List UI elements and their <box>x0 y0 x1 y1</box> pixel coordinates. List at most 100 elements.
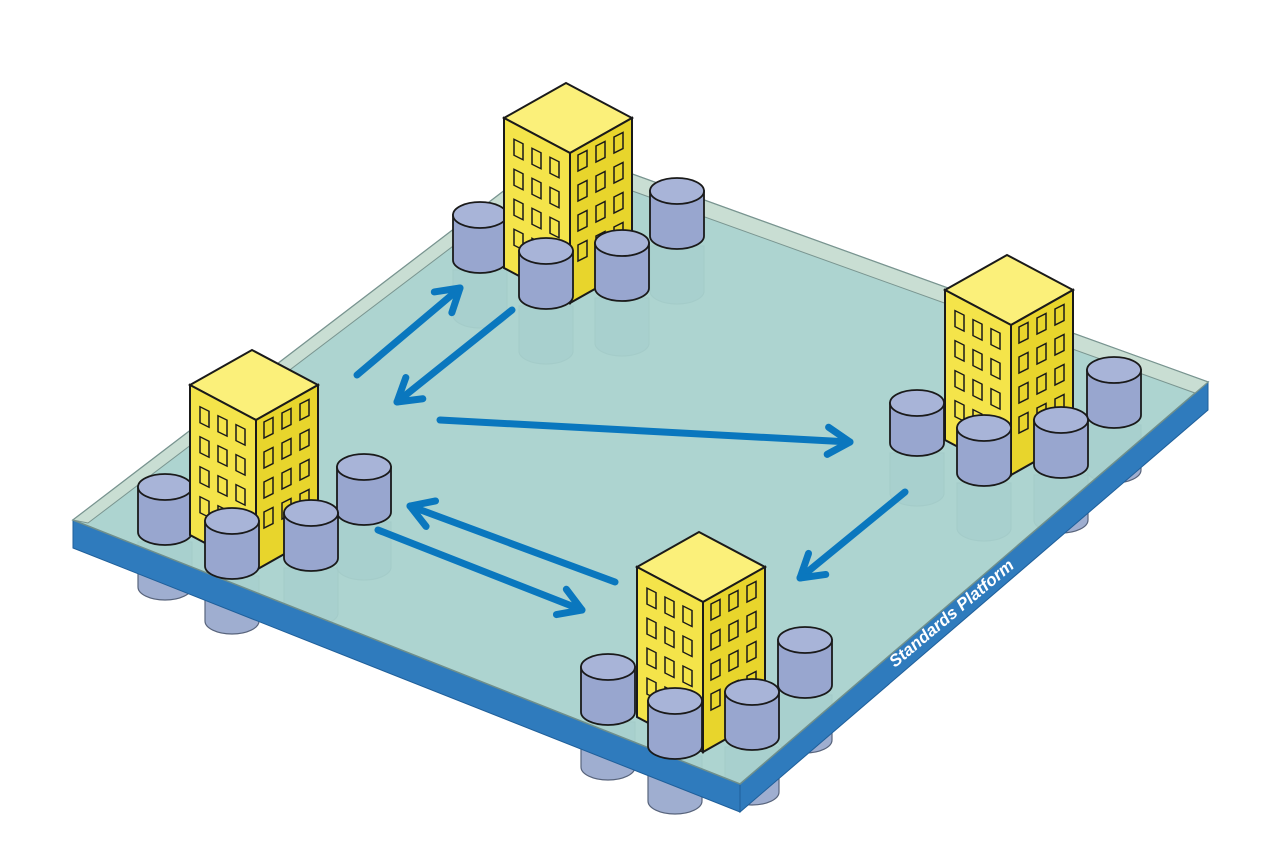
arrowhead <box>823 423 854 458</box>
database-icon <box>889 389 945 457</box>
building-window <box>1018 351 1029 375</box>
database-top <box>777 626 833 654</box>
site-building-east <box>889 253 1142 487</box>
database-top <box>137 473 193 501</box>
database-icon <box>283 499 339 572</box>
database-top <box>724 678 780 706</box>
arrow-shaft <box>374 526 586 614</box>
building-window <box>664 625 675 649</box>
database-top <box>283 499 339 527</box>
arrow-shaft <box>436 416 854 446</box>
building-window <box>549 186 560 209</box>
database-icon <box>724 678 780 751</box>
standards-platform: Standards Platform <box>71 147 1210 814</box>
building-window <box>281 407 292 431</box>
database-top <box>204 507 260 535</box>
building-window <box>595 140 606 164</box>
database-top <box>1086 356 1142 384</box>
building-window <box>646 616 657 640</box>
database-top <box>956 414 1012 442</box>
building-window <box>728 649 739 673</box>
building-window <box>235 453 246 477</box>
database-icon <box>137 473 193 546</box>
database-top <box>647 687 703 715</box>
building-window <box>746 640 757 664</box>
flow-arrow-building-south-to-building-west <box>406 497 619 586</box>
building-window <box>613 191 624 215</box>
arrowhead <box>393 374 427 406</box>
arrow-shaft <box>406 502 619 586</box>
building-window <box>513 198 524 221</box>
arrow-shaft <box>353 284 464 379</box>
database-icon <box>594 229 650 302</box>
building-window <box>531 177 542 200</box>
building-window <box>710 688 721 712</box>
database-icon <box>204 507 260 580</box>
building-window <box>1018 321 1029 345</box>
database-body <box>1033 419 1089 479</box>
database-icon <box>956 414 1012 487</box>
building-window <box>1036 312 1047 336</box>
building-window <box>990 387 1001 411</box>
building-window <box>613 131 624 155</box>
database-body <box>518 250 574 310</box>
building-window <box>199 405 210 429</box>
building-window <box>513 138 524 161</box>
database-icon <box>649 177 705 250</box>
building-window <box>595 170 606 194</box>
database-body <box>204 520 260 580</box>
building-window <box>263 416 274 440</box>
flow-arrow-building-west-to-building-east <box>436 416 854 458</box>
building-window <box>577 209 588 233</box>
arrow-shaft <box>796 488 909 582</box>
building-window <box>664 655 675 679</box>
building-window <box>972 318 983 342</box>
sites <box>137 81 1142 760</box>
flow-arrow-building-west-to-building-south <box>374 526 586 619</box>
building-window <box>972 348 983 372</box>
building-window <box>646 586 657 610</box>
database-icon <box>1033 406 1089 479</box>
arrowhead <box>552 585 586 619</box>
database-body <box>283 512 339 572</box>
building-window <box>263 476 274 500</box>
building-window <box>746 580 757 604</box>
building-window <box>1054 303 1065 327</box>
building-window <box>682 664 693 688</box>
database-icon <box>580 653 636 726</box>
building-window <box>954 369 965 393</box>
building-window <box>646 646 657 670</box>
building-window <box>577 179 588 203</box>
database-icon <box>647 687 703 760</box>
building-window <box>972 378 983 402</box>
data-flow-arrows <box>353 284 909 619</box>
database-body <box>777 639 833 699</box>
building-window <box>513 168 524 191</box>
building-window <box>549 216 560 239</box>
building-window <box>281 467 292 491</box>
database-top <box>889 389 945 417</box>
database-top <box>580 653 636 681</box>
building-window <box>710 658 721 682</box>
building-window <box>728 619 739 643</box>
database-body <box>724 691 780 751</box>
flow-arrow-building-east-to-building-south <box>796 488 909 582</box>
building-window <box>664 595 675 619</box>
building-window <box>531 207 542 230</box>
database-icon <box>777 626 833 699</box>
building-window <box>577 239 588 263</box>
building-window <box>235 483 246 507</box>
site-building-south <box>580 530 833 760</box>
database-icon <box>336 453 392 526</box>
building-window <box>199 465 210 489</box>
arrowhead <box>796 549 830 582</box>
building-window <box>281 437 292 461</box>
database-body <box>956 427 1012 487</box>
building-window <box>1054 333 1065 357</box>
building-window <box>531 147 542 170</box>
database-body <box>889 402 945 457</box>
building-window <box>954 309 965 333</box>
building-window <box>549 156 560 179</box>
building-window <box>954 339 965 363</box>
flow-arrow-building-west-to-building-north <box>353 284 464 379</box>
